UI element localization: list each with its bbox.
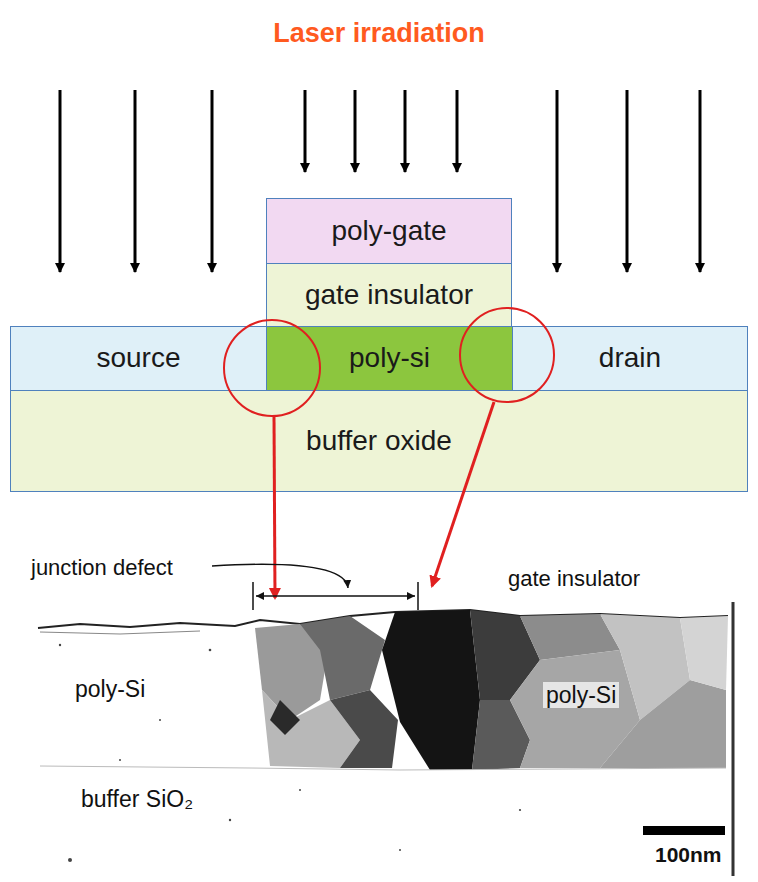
source-region: source	[10, 326, 267, 391]
highlight-circles	[224, 308, 554, 416]
channel-region: poly-si	[266, 326, 513, 391]
layer-label: poly-si	[349, 343, 430, 374]
drain-region: drain	[512, 326, 748, 391]
dimension-bracket	[212, 564, 418, 610]
layer-name: poly-Si	[72, 676, 148, 702]
layer-label: gate insulator	[305, 280, 473, 311]
pointer-arrows	[274, 402, 494, 598]
callout-label: junction defect	[28, 555, 176, 580]
gate-layer: poly-gate	[266, 198, 512, 264]
layer-name: buffer SiO₂	[78, 786, 196, 812]
laser-arrows	[60, 90, 700, 272]
diagram-title: Laser irradiation	[0, 18, 758, 49]
layer-label: source	[96, 343, 180, 374]
insulator-layer: gate insulator	[266, 263, 512, 327]
tem-micrograph	[38, 602, 733, 876]
layer-label: buffer oxide	[306, 426, 452, 457]
layer-name: poly-Si	[543, 682, 619, 708]
layer-name: gate insulator	[505, 566, 643, 591]
oxide-layer: buffer oxide	[10, 390, 748, 492]
layer-label: drain	[599, 343, 661, 374]
scale-label: 100nm	[652, 843, 725, 867]
layer-label: poly-gate	[331, 216, 446, 247]
